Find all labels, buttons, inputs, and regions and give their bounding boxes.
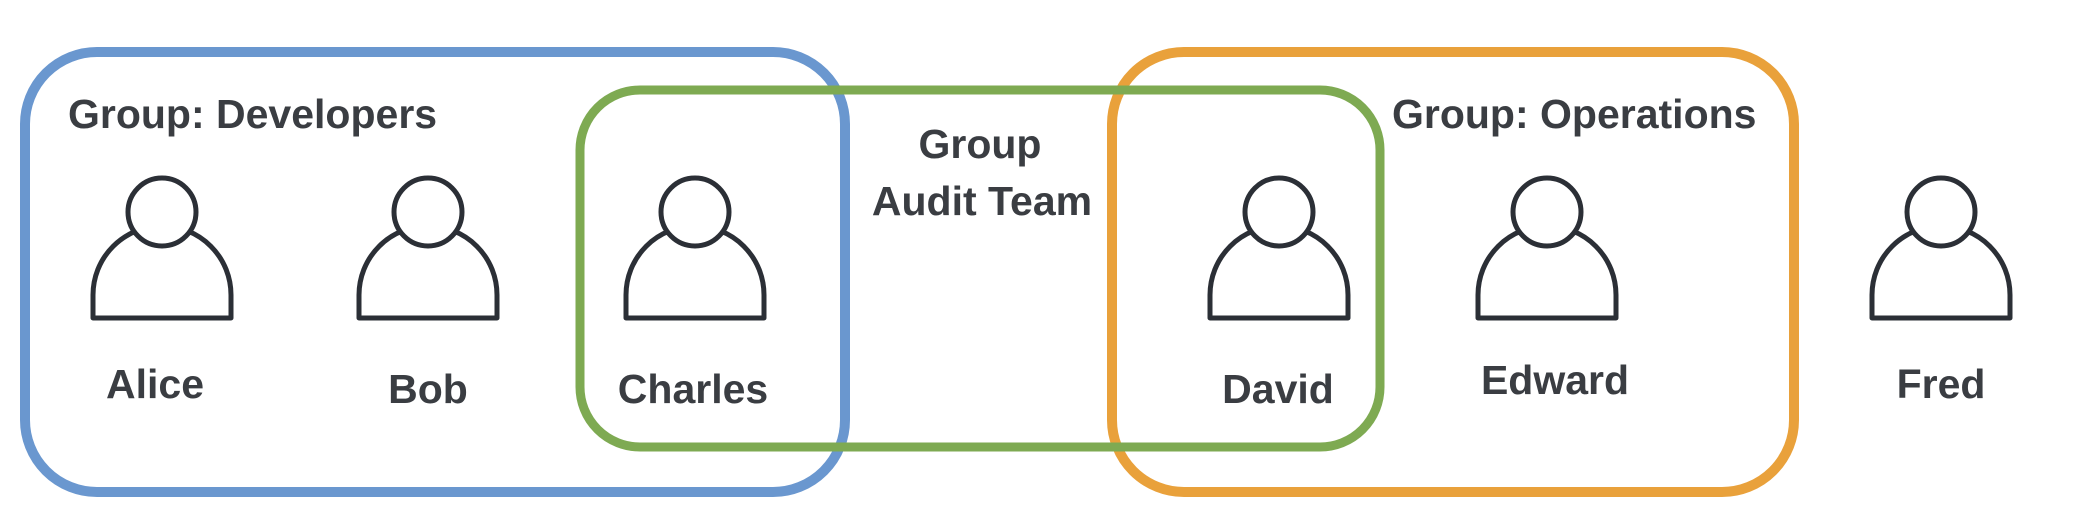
user-name-label: Fred [1897,361,1986,407]
user-name-label: Alice [106,361,204,407]
group-audit-team-label-line2: Audit Team [872,178,1092,224]
user-alice: Alice [90,175,234,407]
user-name-label: Edward [1481,357,1629,403]
user-icon [623,175,767,321]
user-fred: Fred [1869,175,2013,407]
group-audit-team-boundary [575,85,1385,452]
group-developers-label: Group: Developers [68,91,437,137]
user-bob: Bob [356,175,500,412]
user-icon [356,175,500,321]
user-name-label: Charles [618,366,768,412]
user-david: David [1207,175,1351,412]
user-edward: Edward [1475,175,1629,403]
user-icon [90,175,234,321]
user-name-label: Bob [388,366,468,412]
group-operations-label: Group: Operations [1392,91,1756,137]
user-name-label: David [1222,366,1334,412]
user-charles: Charles [618,175,768,412]
group-operations-boundary [1107,47,1799,497]
user-icon [1869,175,2013,321]
group-audit-team-label-line1: Group [919,121,1042,167]
group-developers-boundary [20,47,850,497]
user-icon [1475,175,1619,321]
user-icon [1207,175,1351,321]
